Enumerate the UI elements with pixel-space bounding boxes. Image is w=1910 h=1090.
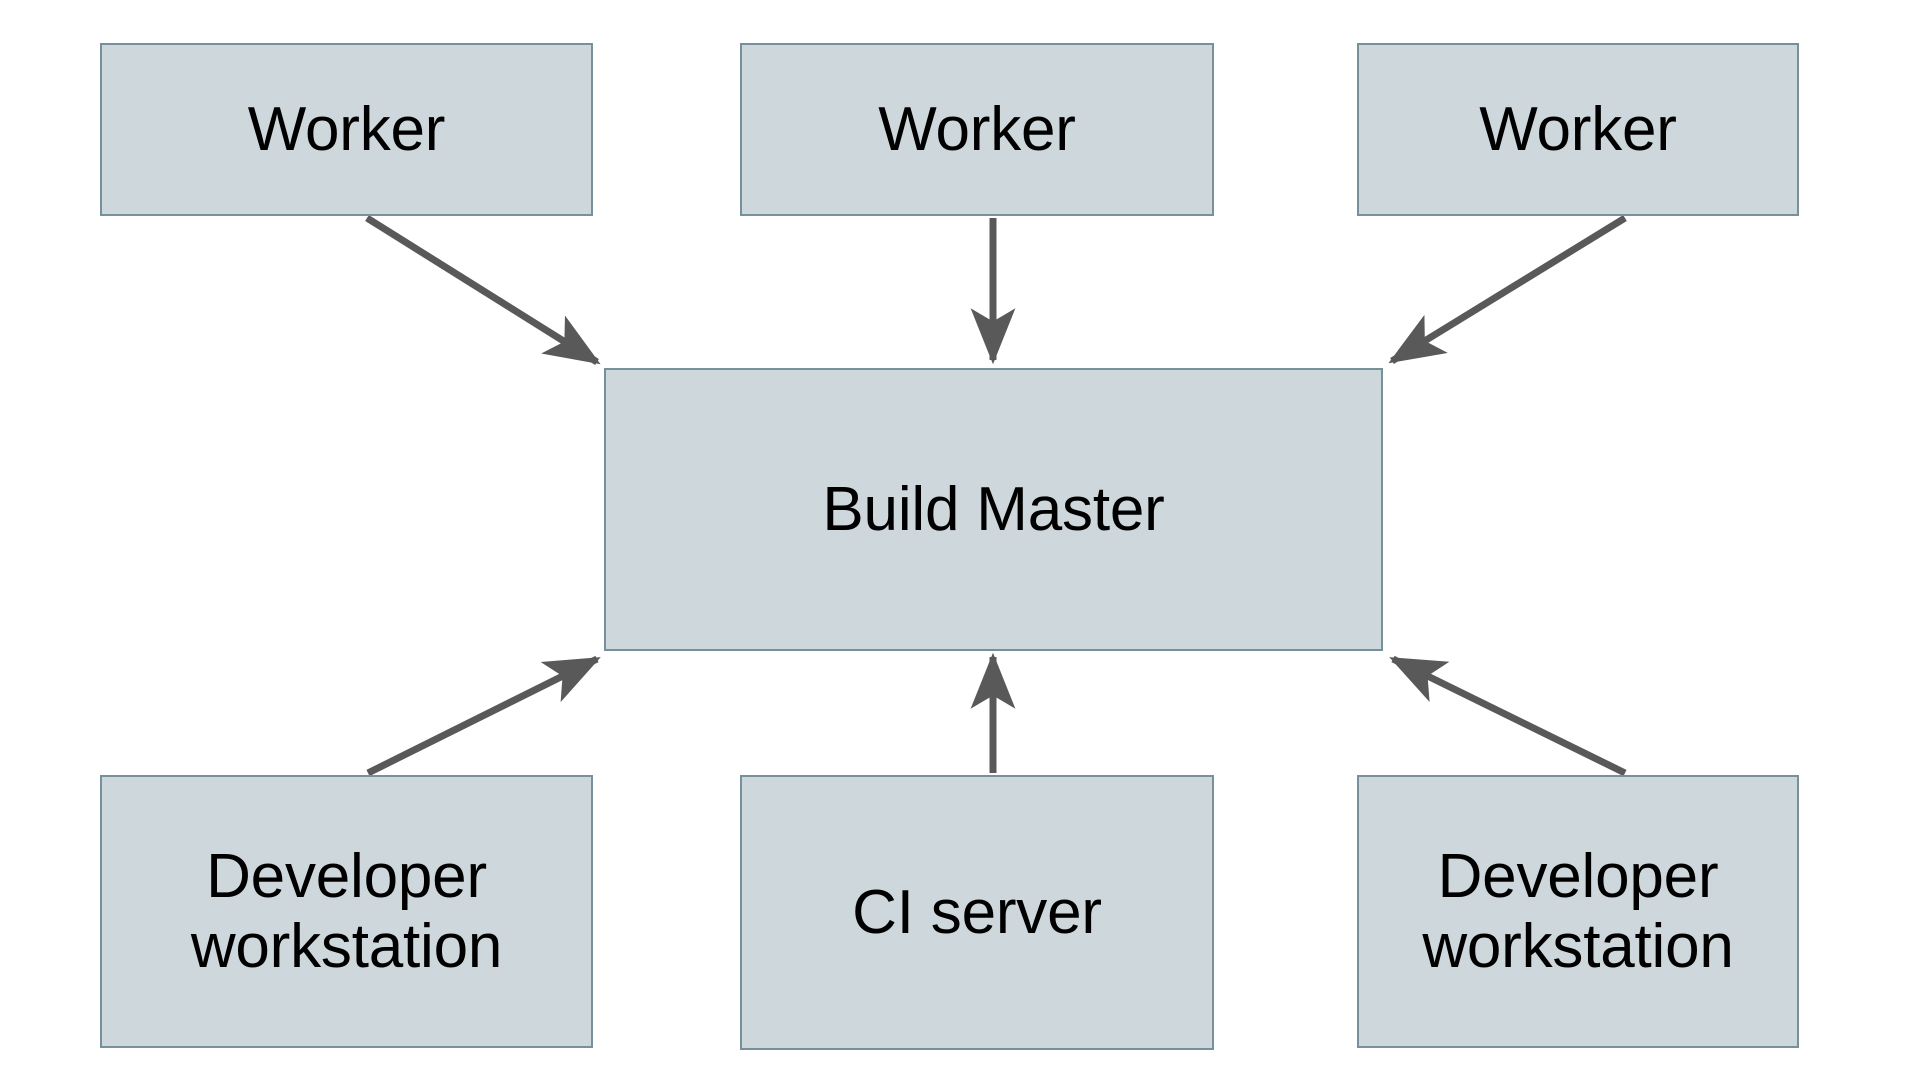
node-worker-right-label: Worker [1479,94,1677,164]
edge-worker-left-to-build-master [365,215,601,365]
node-worker-right[interactable]: Worker [1357,43,1799,216]
node-worker-center[interactable]: Worker [740,43,1214,216]
node-worker-left-label: Worker [247,94,446,164]
node-ci-server-label: CI server [852,877,1102,947]
node-build-master-label: Build Master [822,474,1165,544]
edge-dev-right-to-build-master [1389,655,1627,777]
node-developer-workstation-right-label: Developer workstation [1422,842,1734,981]
node-ci-server[interactable]: CI server [740,775,1214,1050]
node-worker-left[interactable]: Worker [100,43,593,216]
edge-worker-right-to-build-master [1388,215,1627,364]
node-build-master[interactable]: Build Master [604,368,1383,651]
node-developer-workstation-right[interactable]: Developer workstation [1357,775,1799,1048]
edge-dev-left-to-build-master [366,655,601,777]
node-worker-center-label: Worker [878,94,1076,164]
node-developer-workstation-left-label: Developer workstation [190,842,503,981]
node-developer-workstation-left[interactable]: Developer workstation [100,775,593,1048]
